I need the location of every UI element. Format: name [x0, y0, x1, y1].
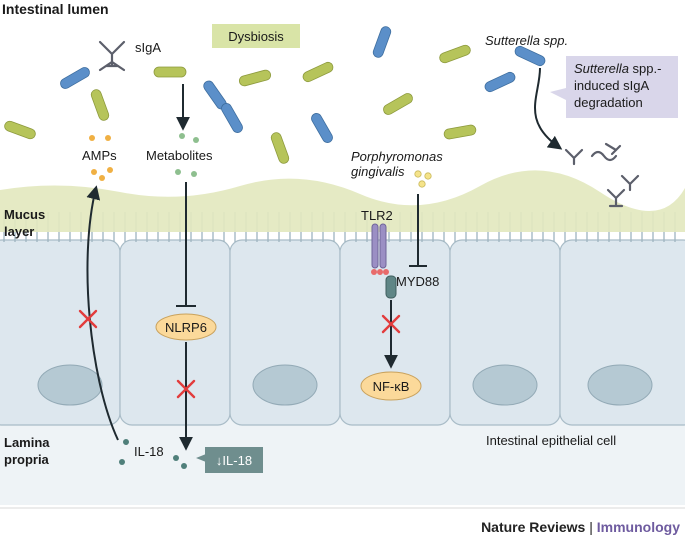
label-epithelial-cell: Intestinal epithelial cell — [486, 433, 616, 448]
nucleus — [587, 364, 653, 406]
amps-dots — [89, 135, 113, 181]
tlr2-domain — [371, 269, 377, 275]
bacterium — [311, 113, 333, 143]
sutterella-box — [566, 56, 678, 118]
bacterium — [153, 66, 187, 78]
siga-icon — [98, 40, 126, 72]
label-intestinal-lumen: Intestinal lumen — [2, 1, 109, 17]
label-lamina: Lamina — [4, 435, 50, 450]
nucleus — [252, 364, 318, 406]
bacterium — [372, 26, 392, 58]
blocked-cross-icon — [176, 379, 196, 399]
sutterella-degradation-arrow — [534, 67, 563, 150]
bacterium — [302, 61, 334, 83]
metabolites-dots — [175, 133, 199, 177]
sutterella-box-line2: induced sIgA — [574, 78, 649, 93]
bacterium — [90, 89, 110, 121]
footer-separator: | — [585, 519, 596, 535]
label-propria: propria — [4, 452, 50, 467]
bacterium — [60, 67, 90, 89]
tlr2-receptor-left — [371, 223, 379, 269]
bacterium — [443, 124, 477, 140]
sutterella-box-line1: Sutterella spp.- — [574, 61, 661, 76]
tlr2-domain — [377, 269, 383, 275]
journal-section: Immunology — [597, 519, 680, 535]
myd88-label: MYD88 — [396, 274, 439, 289]
il18-dots — [119, 439, 187, 469]
amps-label: AMPs — [82, 148, 117, 163]
nfkb-node — [360, 371, 422, 401]
bacterium — [221, 103, 243, 133]
il18-label: IL-18 — [134, 444, 164, 459]
siga-label: sIgA — [135, 40, 161, 55]
bacterium — [4, 120, 36, 140]
mucus-layer — [0, 170, 685, 232]
il18-box-pointer — [196, 454, 206, 462]
nlrp6-node — [155, 313, 217, 341]
blocked-cross-icon — [78, 309, 98, 329]
blocked-cross-icon — [381, 314, 401, 334]
metabolites-label: Metabolites — [146, 148, 213, 163]
myd88-adapter — [385, 275, 397, 299]
sutterella-box-pointer — [550, 88, 566, 100]
nfkb-label: NF-κB — [373, 379, 410, 394]
dysbiosis-label: Dysbiosis — [228, 29, 284, 44]
bacterium — [270, 132, 290, 164]
nucleus — [37, 364, 103, 406]
tlr2-domain — [383, 269, 389, 275]
bacterium — [383, 93, 413, 115]
degraded-siga-icon — [564, 142, 640, 208]
porphyromonas-label: Porphyromonas — [351, 149, 443, 164]
footer-credit: Nature Reviews | Immunology — [481, 519, 680, 535]
porphyromonas-dots — [414, 170, 432, 188]
il18-decrease-box — [205, 447, 263, 473]
dysbiosis-box — [212, 24, 300, 48]
sutterella-box-italic: Sutterella — [574, 61, 629, 76]
sutterella-box-line3: degradation — [574, 95, 643, 110]
tlr2-label: TLR2 — [361, 208, 393, 223]
il18-decrease-label: ↓IL-18 — [216, 453, 252, 468]
lumen-bacteria — [4, 26, 546, 164]
nlrp6-label: NLRP6 — [165, 320, 207, 335]
bacterium — [484, 71, 516, 93]
bacterium — [514, 45, 546, 67]
bacterium — [439, 44, 471, 64]
nucleus — [472, 364, 538, 406]
sutterella-label: Sutterella spp. — [485, 33, 568, 48]
sutterella-box-spp: spp.- — [629, 61, 662, 76]
bacterium — [238, 69, 272, 87]
label-mucus: Mucus — [4, 207, 45, 222]
tlr2-receptor-right — [379, 223, 387, 269]
label-layer: layer — [4, 224, 34, 239]
gingivalis-label: gingivalis — [351, 164, 405, 179]
journal-name: Nature Reviews — [481, 519, 585, 535]
